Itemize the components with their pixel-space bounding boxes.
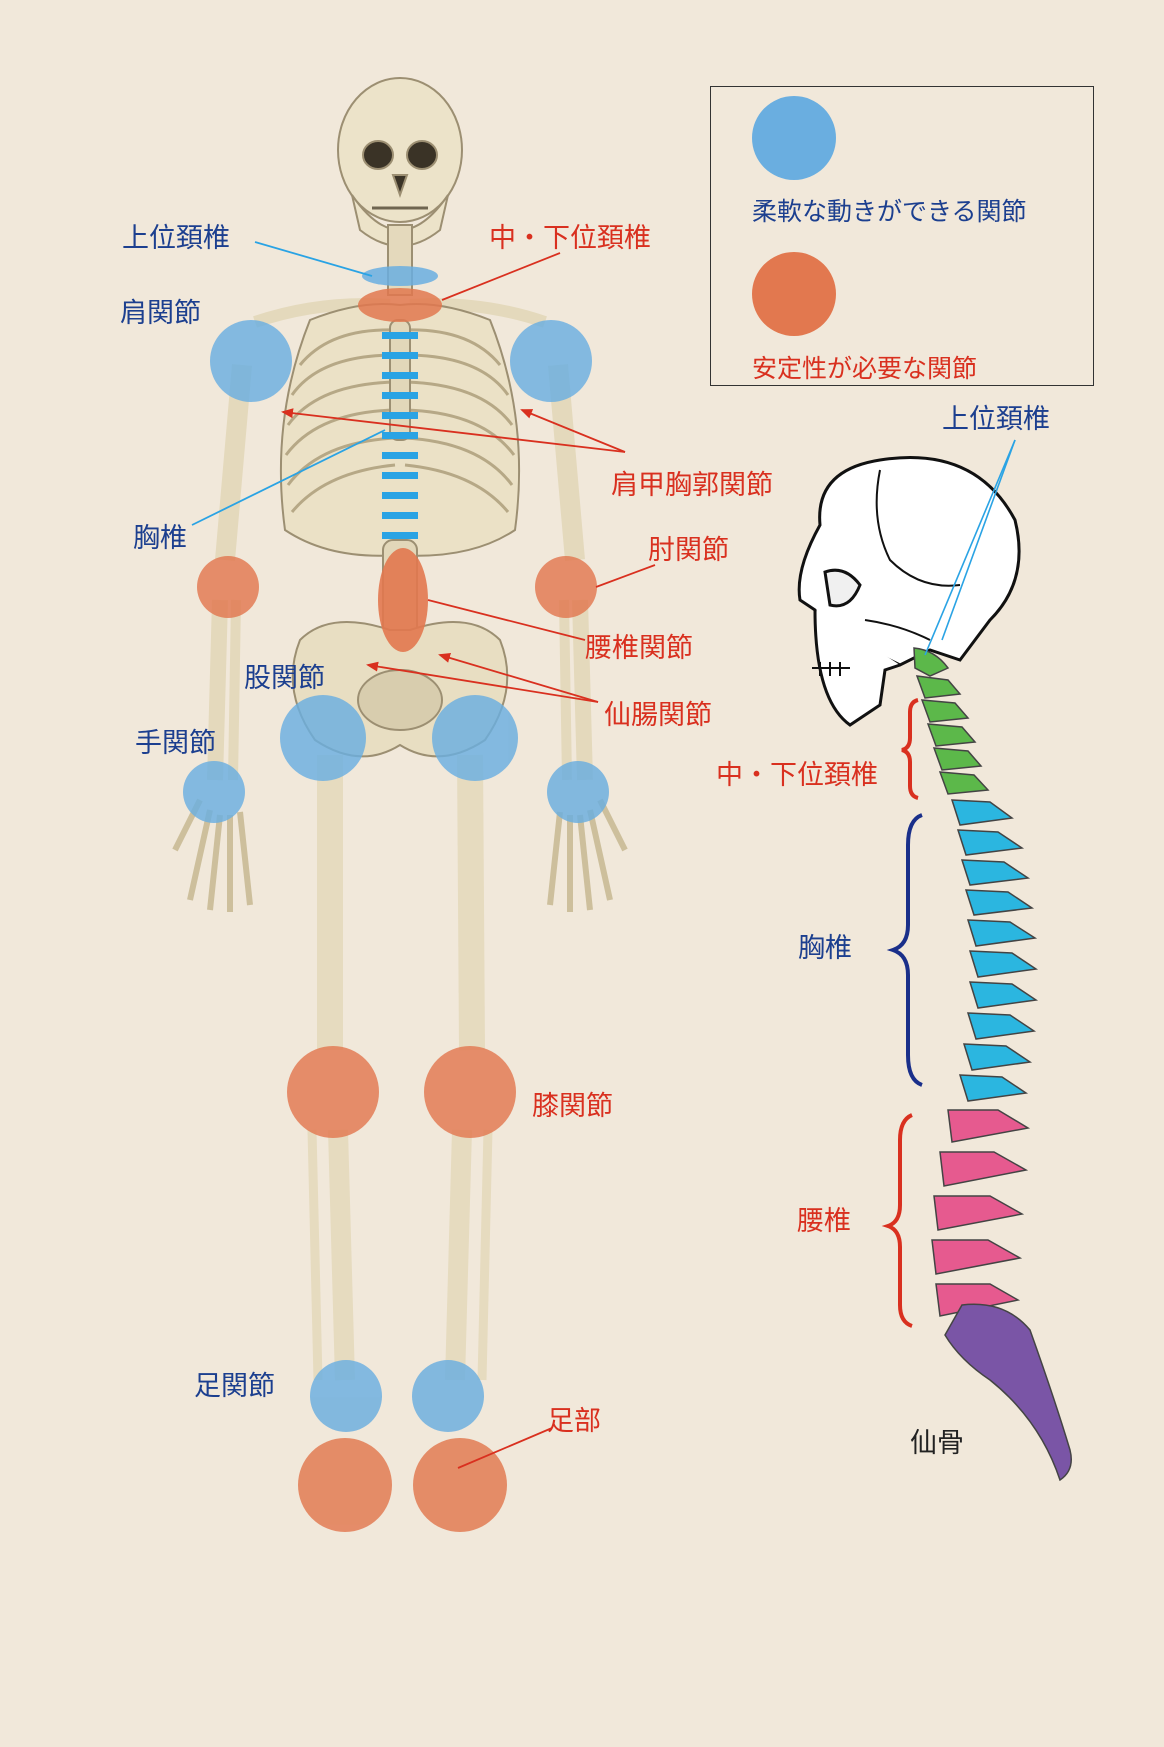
pelvic-inlet — [357, 669, 443, 731]
legend-stable-label: 安定性が必要な関節 — [752, 354, 978, 383]
left-elbow-circle — [197, 556, 259, 618]
side-skull-jaw — [813, 609, 901, 727]
ribs — [284, 328, 516, 513]
mid-lower-cervical-leader — [441, 252, 561, 301]
mid-lower-cervical-marker — [358, 288, 442, 322]
left-fibula — [307, 1129, 323, 1381]
jaw — [351, 194, 449, 247]
right-shoulder-circle — [510, 320, 592, 402]
left-forearm — [207, 599, 228, 781]
side-label-thoracic: 胸椎 — [798, 933, 852, 964]
nose-cavity — [391, 174, 409, 199]
left-knee-circle — [287, 1046, 379, 1138]
right-foot-circle — [413, 1438, 507, 1532]
side-skull-teeth — [812, 662, 850, 676]
side-skull-suture — [875, 469, 961, 587]
joint-circles — [183, 320, 609, 1532]
right-eye-socket — [406, 140, 438, 170]
left-tibia — [328, 1129, 355, 1381]
thoracic-leader — [191, 429, 386, 526]
side-skull-orbit — [823, 568, 862, 608]
label-hip: 股関節 — [244, 663, 325, 694]
side-label-upper-cervical: 上位頚椎 — [942, 404, 1050, 435]
right-wrist-circle — [547, 761, 609, 823]
right-tibia — [445, 1129, 472, 1381]
side-upper-cervical-leaders — [924, 439, 1016, 656]
legend-flexible-label: 柔軟な動きができる関節 — [752, 197, 1027, 226]
side-braces — [881, 698, 923, 1328]
lumbar-marker — [378, 548, 428, 652]
left-ankle-circle — [310, 1360, 382, 1432]
elbow-leader — [595, 564, 656, 588]
label-foot: 足部 — [547, 1406, 601, 1437]
side-skull — [797, 456, 1021, 727]
label-elbow: 肘関節 — [648, 535, 729, 566]
sacroiliac-arrow-right — [438, 653, 599, 703]
right-ankle-circle — [412, 1360, 484, 1432]
right-knee-circle — [424, 1046, 516, 1138]
label-knee: 膝関節 — [532, 1091, 613, 1122]
label-mid-lower-cervical: 中・下位頚椎 — [489, 223, 651, 254]
leader-lines — [191, 241, 656, 1469]
skull — [337, 77, 463, 223]
front-spine-overlay — [358, 266, 442, 652]
foot-leader — [457, 1427, 553, 1469]
side-label-sacrum: 仙骨 — [910, 1428, 964, 1459]
thoracic-vertebrae — [950, 799, 1039, 1102]
cervical-brace — [901, 698, 919, 800]
side-label-lumbar: 腰椎 — [797, 1206, 851, 1237]
label-sacroiliac: 仙腸関節 — [604, 700, 712, 731]
right-forearm-ulna — [559, 599, 572, 781]
lumbar-vertebrae — [931, 1109, 1031, 1317]
left-foot-circle — [298, 1438, 392, 1532]
scapulothoracic-arrow-left — [281, 408, 626, 453]
thoracic-stripes — [382, 332, 418, 539]
cervical-vertebrae — [913, 647, 990, 795]
upper-cervical-leader — [254, 241, 373, 277]
sacroiliac-arrow-left — [366, 661, 599, 703]
side-skull-cheek — [864, 619, 931, 641]
label-upper-cervical: 上位頚椎 — [122, 223, 230, 254]
left-shoulder-circle — [210, 320, 292, 402]
label-lumbar-joint: 腰椎関節 — [585, 633, 693, 664]
sacrum-shape — [944, 1303, 1072, 1482]
left-forearm-ulna — [228, 599, 241, 781]
label-scapulothoracic: 肩甲胸郭関節 — [611, 470, 773, 501]
right-hip-circle — [432, 695, 518, 781]
right-elbow-circle — [535, 556, 597, 618]
scapulothoracic-arrow-right — [520, 409, 626, 453]
right-fibula — [477, 1129, 493, 1381]
right-femur — [457, 754, 485, 1051]
lumbar-brace — [881, 1113, 913, 1328]
upper-cervical-marker — [362, 266, 438, 286]
lumbar-joint-leader — [427, 599, 586, 641]
right-hand — [547, 798, 628, 912]
right-forearm — [572, 599, 593, 781]
label-ankle: 足関節 — [194, 1371, 275, 1402]
legend-stable-dot — [752, 252, 836, 336]
label-thoracic: 胸椎 — [133, 523, 187, 554]
label-wrist: 手関節 — [135, 728, 216, 759]
left-hip-circle — [280, 695, 366, 781]
left-eye-socket — [362, 140, 394, 170]
legend-flexible-dot — [752, 96, 836, 180]
left-wrist-circle — [183, 761, 245, 823]
side-skull-cranium — [797, 456, 1021, 667]
side-spine — [913, 647, 1072, 1482]
label-shoulder: 肩関節 — [120, 298, 201, 329]
thoracic-brace — [886, 813, 923, 1087]
side-label-mid-lower-cervical: 中・下位頚椎 — [716, 760, 878, 791]
legend-box: 柔軟な動きができる関節 安定性が必要な関節 — [710, 86, 1094, 386]
